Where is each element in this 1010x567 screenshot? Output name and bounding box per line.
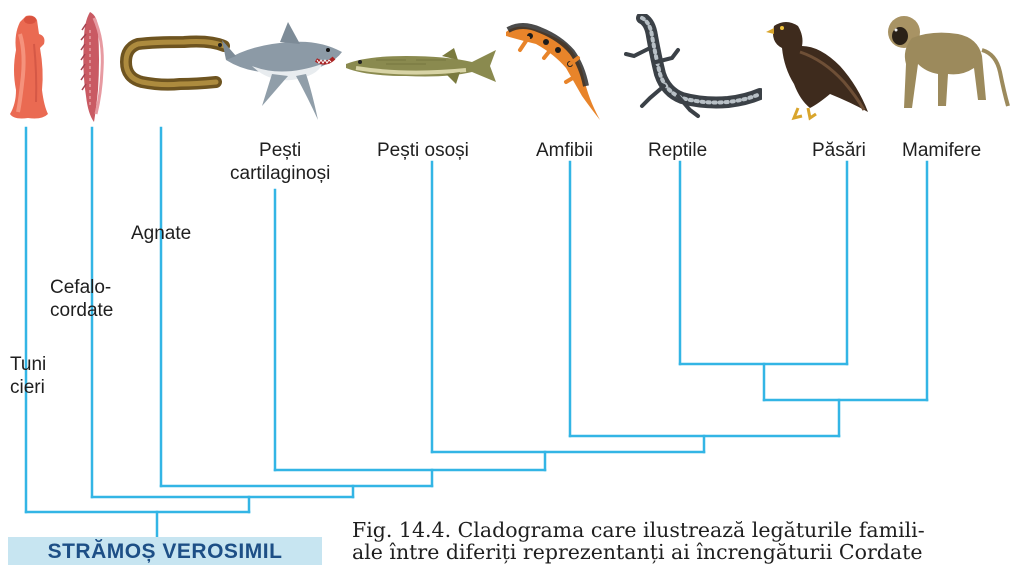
label-amphibians: Amfibii (536, 139, 593, 162)
label-tunicates-line1: Tuni (10, 353, 46, 376)
label-mammals: Mamifere (902, 139, 981, 162)
label-birds: Păsări (812, 139, 866, 162)
label-reptiles: Reptile (648, 139, 707, 162)
label-cartilaginous-fish: Pești cartilaginoși (230, 139, 330, 185)
label-agnathans: Agnate (131, 222, 191, 245)
label-cephalochordates-line2: cordate (50, 299, 113, 322)
label-cephalochordates: Cefalo- cordate (50, 276, 113, 322)
label-bony-fish: Pești osoși (377, 139, 469, 162)
label-cephalochordates-line1: Cefalo- (50, 276, 113, 299)
label-tunicates-line2: cieri (10, 376, 46, 399)
label-cartilaginous-fish-line1: Pești (230, 139, 330, 162)
figure-caption-line2: ale între diferiți reprezentanți ai încr… (352, 541, 925, 563)
ancestor-label: STRĂMOȘ VEROSIMIL (8, 537, 322, 565)
figure-caption: Fig. 14.4. Cladograma care ilustrează le… (352, 519, 925, 563)
label-cartilaginous-fish-line2: cartilaginoși (230, 162, 330, 185)
label-tunicates: Tuni cieri (10, 353, 46, 399)
figure-caption-line1: Fig. 14.4. Cladograma care ilustrează le… (352, 519, 925, 541)
